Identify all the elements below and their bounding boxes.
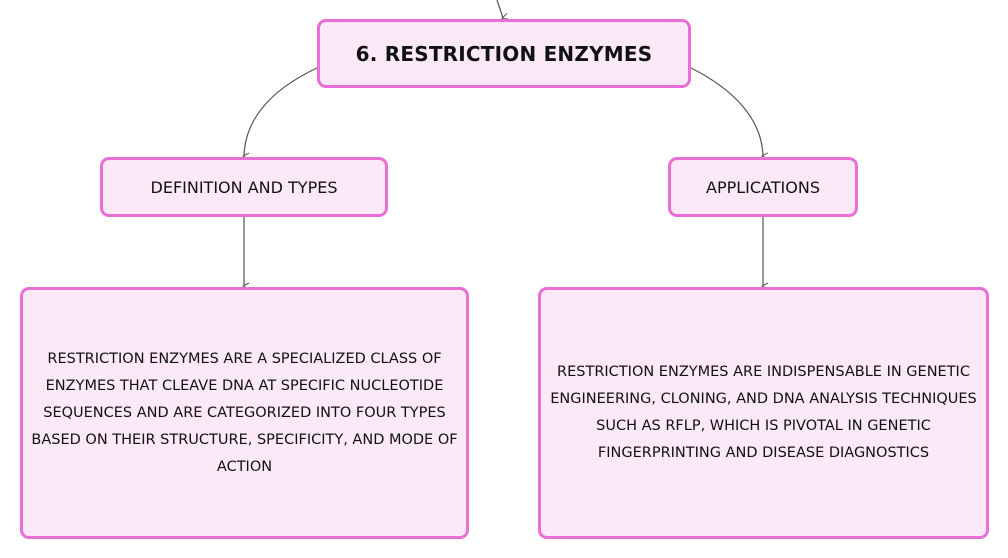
branch-node-label: APPLICATIONS — [706, 177, 820, 197]
detail-node-applications[interactable]: RESTRICTION ENZYMES ARE INDISPENSABLE IN… — [538, 287, 989, 539]
detail-node-text: RESTRICTION ENZYMES ARE A SPECIALIZED CL… — [31, 350, 458, 475]
incoming-connector — [496, 0, 503, 18]
connector-root-to-definition — [244, 67, 318, 156]
root-node-label: 6. RESTRICTION ENZYMES — [355, 41, 653, 66]
detail-node-text: RESTRICTION ENZYMES ARE INDISPENSABLE IN… — [550, 364, 977, 461]
branch-node-applications[interactable]: APPLICATIONS — [668, 157, 858, 217]
branch-node-definition-and-types[interactable]: DEFINITION AND TYPES — [100, 157, 388, 217]
connector-root-to-applications — [690, 67, 763, 156]
branch-node-label: DEFINITION AND TYPES — [150, 177, 338, 197]
root-node-restriction-enzymes[interactable]: 6. RESTRICTION ENZYMES — [317, 19, 691, 88]
detail-node-definition-and-types[interactable]: RESTRICTION ENZYMES ARE A SPECIALIZED CL… — [20, 287, 469, 539]
